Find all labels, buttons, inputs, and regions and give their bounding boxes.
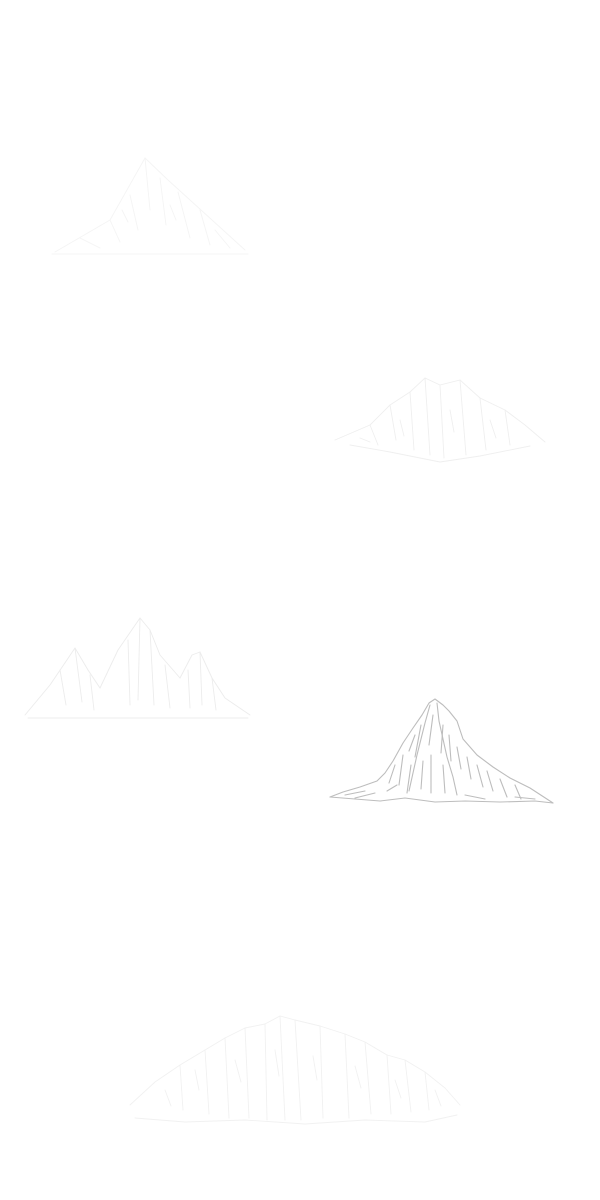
mountain-peak-icon [51,157,249,255]
mountain-massif-icon [129,1015,461,1125]
matterhorn-peak-icon [329,698,554,804]
mountain-ridge-icon [334,377,546,463]
mountain-range-icon [24,617,251,719]
